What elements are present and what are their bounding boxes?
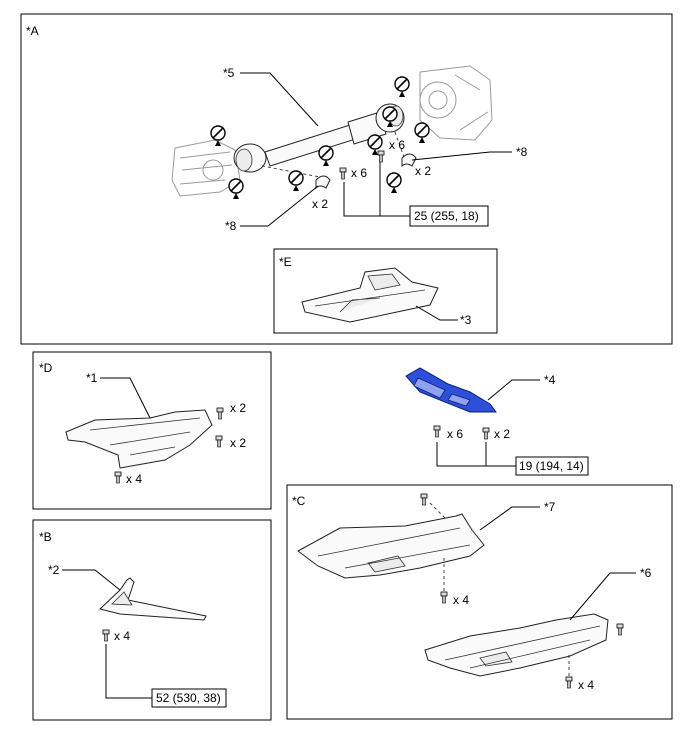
leader-5: [240, 72, 319, 127]
panel-c-title: *C: [292, 494, 306, 508]
panel-d-title: *D: [39, 361, 53, 375]
leader-6: [569, 572, 636, 621]
undercover-6: [424, 613, 609, 677]
callout-5: *5: [223, 66, 235, 80]
callout-3: *3: [460, 313, 472, 327]
qty-4-clips: x 2: [494, 427, 510, 441]
callout-8-left: *8: [225, 219, 237, 233]
panel-c: *C *7 x 4 *6 x 4: [286, 484, 673, 720]
panel-e-title: *E: [279, 255, 292, 269]
leader-1: [100, 377, 151, 419]
qty-washers-right: x 2: [415, 164, 431, 178]
panel-b-title: *B: [39, 530, 52, 544]
undercover-4-highlighted: [405, 367, 497, 413]
torque-box-a: [409, 205, 489, 227]
torque-box-4: [515, 456, 589, 476]
leader-8-right: [411, 151, 512, 161]
panel-e: *E *3: [273, 248, 498, 334]
callout-7: *7: [544, 500, 556, 514]
leader-4: [487, 379, 540, 401]
qty-bolts-left: x 6: [351, 166, 367, 180]
qty-washers-left: x 2: [312, 197, 328, 211]
leader-3: [415, 305, 458, 321]
bolt-icon: [482, 427, 490, 440]
bolt-icon: [433, 425, 441, 438]
callout-2: *2: [48, 563, 60, 577]
callout-4: *4: [544, 373, 556, 387]
callout-8-right: *8: [516, 145, 528, 159]
leader-8-left: [240, 185, 319, 227]
leader-torque-b: [105, 644, 152, 699]
qty-bolts-right: x 6: [389, 138, 405, 152]
undercover-7: [297, 513, 485, 579]
leader-torque-4: [436, 442, 516, 467]
transmission-outline: [419, 65, 493, 141]
leader-torque-a: [343, 182, 410, 217]
leader-7: [479, 506, 540, 531]
qty-d-1: x 2: [230, 401, 246, 415]
qty-d-3: x 4: [126, 472, 142, 486]
torque-b: 52 (530, 38): [156, 691, 221, 705]
washer-plate-right: [401, 153, 417, 168]
panel-a: *A: [20, 13, 673, 345]
qty-c-2: x 4: [578, 678, 594, 692]
panel-d: *D *1 x 2 x 2 x 4: [32, 351, 272, 510]
callout-1: *1: [86, 371, 98, 385]
qty-c-1: x 4: [453, 593, 469, 607]
qty-b-bolts: x 4: [114, 629, 130, 643]
undercover-3: [301, 267, 439, 323]
panel-b-frame: [32, 519, 272, 721]
leader-2: [62, 569, 121, 591]
qty-d-2: x 2: [230, 436, 246, 450]
qty-4-bolts: x 6: [447, 427, 463, 441]
torque-box-b: [151, 688, 227, 708]
panel-a-title: *A: [26, 24, 39, 38]
torque-a: 25 (255, 18): [414, 209, 479, 223]
panel-b: *B *2 x 4 52 (530, 38): [32, 519, 272, 721]
callout-6: *6: [640, 566, 652, 580]
brace-2: [98, 577, 207, 621]
panel-c-frame: [286, 484, 673, 720]
part-4-group: *4 x 6 x 2 19 (194, 14): [405, 367, 589, 476]
torque-4: 19 (194, 14): [519, 459, 584, 473]
